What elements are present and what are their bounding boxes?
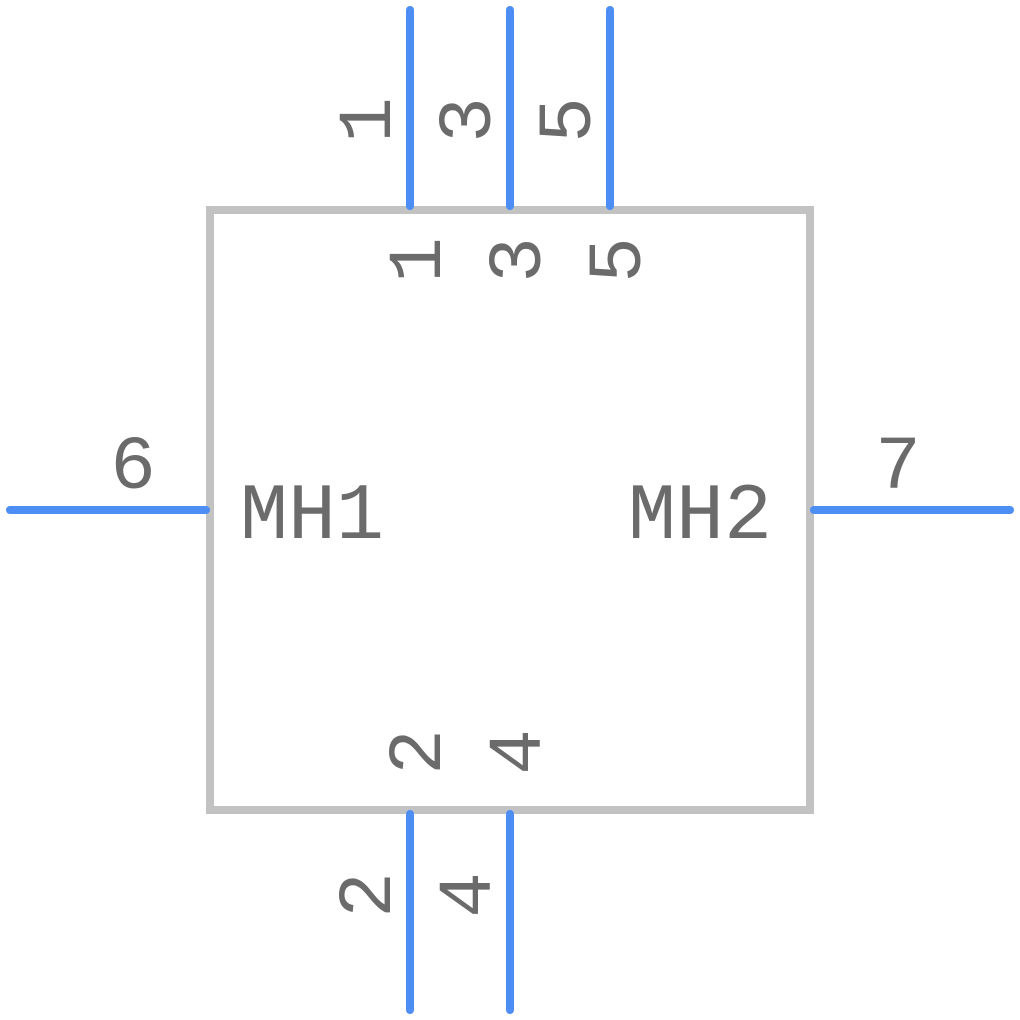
label-mh1: MH1 — [240, 472, 384, 563]
pin-3-name: 3 — [477, 237, 563, 283]
pin-2-name: 2 — [377, 729, 463, 775]
pin-1-number: 1 — [327, 97, 413, 143]
pin-2-number: 2 — [327, 872, 413, 918]
pin-4-name: 4 — [477, 729, 563, 775]
pin-6-number: 6 — [110, 425, 156, 511]
label-mh2: MH2 — [628, 472, 772, 563]
pin-4-number: 4 — [427, 872, 513, 918]
pin-1-name: 1 — [377, 237, 463, 283]
pin-5-number: 5 — [527, 97, 613, 143]
pin-7-number: 7 — [875, 425, 921, 511]
pin-3-number: 3 — [427, 97, 513, 143]
pin-5-name: 5 — [577, 237, 663, 283]
